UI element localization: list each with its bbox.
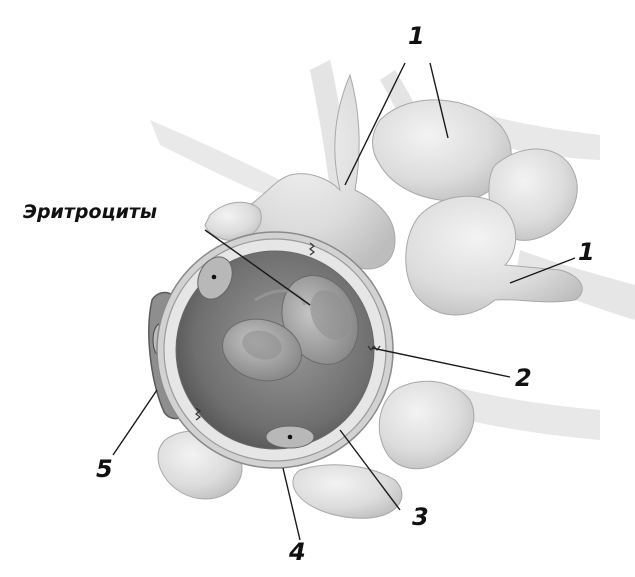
leader-line-5: [113, 390, 157, 455]
label-5: 5: [96, 457, 113, 481]
label-4: 4: [289, 540, 306, 564]
label-1-top: 1: [408, 24, 425, 48]
label-1-right: 1: [578, 240, 595, 264]
label-2: 2: [515, 366, 532, 390]
label-3: 3: [412, 505, 429, 529]
label-erythrocytes: Эритроциты: [23, 203, 157, 222]
